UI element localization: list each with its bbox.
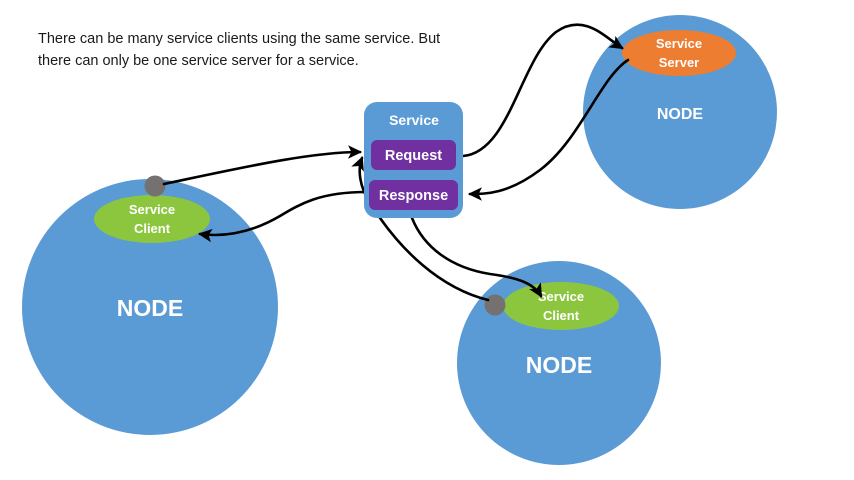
node-top-right[interactable]: Service Server NODE bbox=[583, 15, 777, 209]
node-left-label: NODE bbox=[117, 295, 183, 321]
node-bottom-client-port-dot[interactable] bbox=[484, 294, 506, 316]
node-top-right-label: NODE bbox=[657, 106, 704, 123]
service-server-label-line1: Service bbox=[656, 36, 702, 51]
node-bottom[interactable]: Service Client NODE bbox=[457, 261, 661, 465]
service-client-label-line2: Client bbox=[543, 308, 580, 323]
request-label: Request bbox=[385, 148, 442, 164]
connectors bbox=[162, 23, 630, 302]
connector-response-to-left-client[interactable] bbox=[197, 190, 368, 243]
service-client-label-line1: Service bbox=[538, 289, 584, 304]
response-label: Response bbox=[379, 188, 448, 204]
connector-bottom-client-to-request[interactable] bbox=[351, 156, 490, 302]
service-title: Service bbox=[389, 112, 439, 128]
service-client-label-line2: Client bbox=[134, 221, 171, 236]
service-server-label-line2: Server bbox=[659, 55, 699, 70]
service-box[interactable]: Service Request Response bbox=[364, 102, 463, 218]
connector-left-client-to-request[interactable] bbox=[162, 145, 363, 186]
service-client-ellipse[interactable] bbox=[94, 195, 210, 243]
node-left-client-port-dot[interactable] bbox=[144, 175, 166, 197]
service-server-ellipse[interactable] bbox=[622, 30, 736, 76]
request-box[interactable] bbox=[371, 140, 456, 170]
response-box[interactable] bbox=[369, 180, 458, 210]
connector-response-to-bottom-client[interactable] bbox=[410, 216, 543, 298]
node-left[interactable]: Service Client NODE bbox=[22, 175, 278, 436]
node-circle bbox=[22, 179, 278, 435]
node-bottom-label: NODE bbox=[526, 352, 592, 378]
service-client-label-line1: Service bbox=[129, 202, 175, 217]
caption: There can be many service clients using … bbox=[38, 31, 441, 70]
connector-server-to-response[interactable] bbox=[467, 58, 630, 201]
connector-request-to-server[interactable] bbox=[461, 23, 624, 158]
